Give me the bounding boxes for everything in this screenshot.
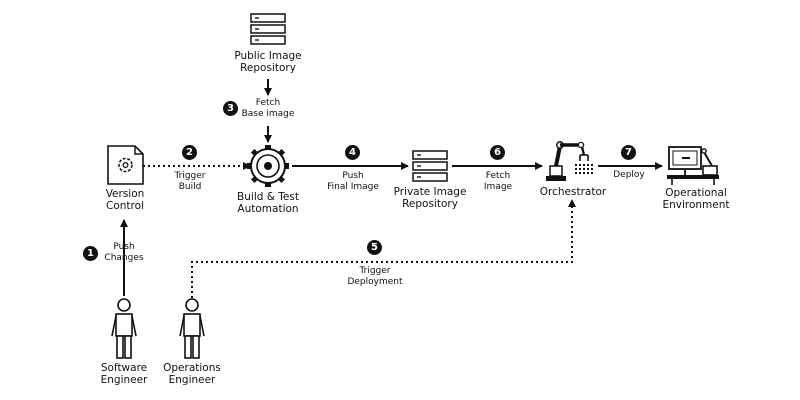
node-label-software-engineer: Software Engineer bbox=[100, 362, 148, 386]
gear-icon bbox=[247, 145, 289, 187]
step-badge-1: 1 bbox=[83, 246, 98, 261]
person-icon-software-engineer bbox=[111, 298, 137, 359]
node-label-build-test-automation: Build & Test Automation bbox=[237, 191, 299, 215]
node-label-version-control: Version Control bbox=[105, 188, 145, 212]
node-label-orchestrator: Orchestrator bbox=[539, 186, 607, 198]
step-label-trigger-deployment: Trigger Deployment bbox=[347, 266, 403, 287]
node-label-operational-environment: Operational Environment bbox=[662, 187, 730, 211]
server-stack-icon-private bbox=[412, 150, 448, 182]
workstation-icon bbox=[667, 146, 719, 185]
step-badge-6: 6 bbox=[490, 145, 505, 160]
step-label-deploy: Deploy bbox=[613, 170, 645, 180]
step-label-trigger-build: Trigger Build bbox=[174, 171, 206, 192]
document-gear-icon bbox=[107, 145, 144, 185]
person-icon-operations-engineer bbox=[179, 298, 205, 359]
step-label-fetch-base-image: Fetch Base image bbox=[241, 98, 295, 119]
step-badge-5: 5 bbox=[367, 240, 382, 255]
step-label-push-final-image: Push Final Image bbox=[327, 171, 379, 192]
step-label-fetch-image: Fetch Image bbox=[483, 171, 513, 192]
arrow-trigger-deployment bbox=[191, 199, 576, 298]
step-badge-2: 2 bbox=[182, 145, 197, 160]
node-label-operations-engineer: Operations Engineer bbox=[163, 362, 221, 386]
step-badge-4: 4 bbox=[345, 145, 360, 160]
node-label-public-image-repository: Public Image Repository bbox=[234, 50, 302, 74]
server-stack-icon-public bbox=[250, 13, 286, 45]
step-label-push-changes: Push Changes bbox=[104, 242, 144, 263]
robot-arm-icon bbox=[546, 141, 593, 181]
step-badge-7: 7 bbox=[621, 145, 636, 160]
step-badge-3: 3 bbox=[223, 101, 238, 116]
node-label-private-image-repository: Private Image Repository bbox=[393, 186, 467, 210]
